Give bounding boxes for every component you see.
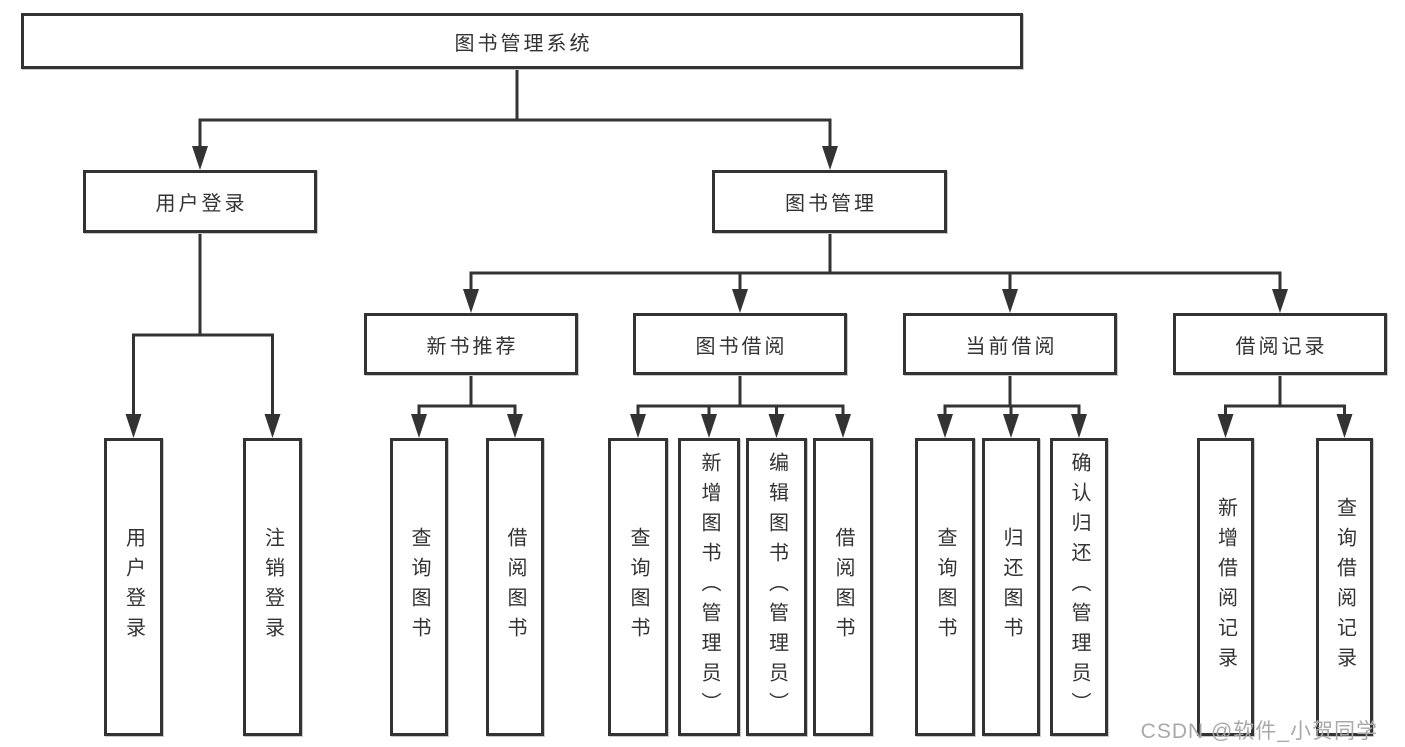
connector-newbook-to-leaves	[411, 375, 523, 438]
connector-borrow-to-leaves	[630, 375, 851, 438]
leaf-query-borrow-record-label: 查询借阅记录	[1333, 497, 1356, 677]
node-borrow-record: 借阅记录	[1173, 313, 1387, 375]
leaf-recommend-borrow-book-label: 借阅图书	[504, 527, 526, 647]
leaf-recommend-query-book-label: 查询图书	[408, 527, 430, 647]
node-new-book-recommend: 新书推荐	[364, 313, 578, 375]
connector-current-to-leaves	[937, 375, 1087, 438]
leaf-user-login-label: 用户登录	[122, 527, 145, 647]
watermark: CSDN @软件_小贺同学	[1140, 720, 1378, 743]
connector-userlogin-to-leaves	[125, 233, 281, 438]
connector-record-to-leaves	[1217, 375, 1353, 438]
node-root-system: 图书管理系统	[21, 13, 1023, 69]
leaf-recommend-query-book: 查询图书	[390, 438, 448, 736]
node-book-management: 图书管理	[712, 170, 947, 233]
leaf-current-query-book-label: 查询图书	[934, 527, 956, 647]
leaf-user-login: 用户登录	[104, 438, 163, 736]
leaf-add-book-admin-label: 新增图书（管理员）	[698, 452, 720, 722]
leaf-confirm-return-admin: 确认归还（管理员）	[1050, 438, 1108, 736]
leaf-add-borrow-record-label: 新增借阅记录	[1214, 497, 1237, 677]
leaf-query-borrow-record: 查询借阅记录	[1316, 438, 1373, 736]
leaf-add-book-admin: 新增图书（管理员）	[678, 438, 740, 736]
leaf-confirm-return-admin-label: 确认归还（管理员）	[1068, 452, 1090, 722]
leaf-current-query-book: 查询图书	[915, 438, 975, 736]
node-user-login: 用户登录	[83, 170, 317, 233]
leaf-return-book-label: 归还图书	[1000, 527, 1022, 647]
leaf-edit-book-admin-label: 编辑图书（管理员）	[765, 452, 788, 722]
connector-bookmgmt-to-level3	[463, 233, 1288, 313]
node-current-borrow: 当前借阅	[903, 313, 1117, 375]
leaf-borrow-book: 借阅图书	[813, 438, 873, 736]
leaf-logout-label: 注销登录	[261, 527, 284, 647]
leaf-borrow-query-book-label: 查询图书	[627, 527, 649, 647]
leaf-borrow-query-book: 查询图书	[608, 438, 668, 736]
node-book-borrow: 图书借阅	[633, 313, 847, 375]
leaf-logout: 注销登录	[243, 438, 302, 736]
leaf-add-borrow-record: 新增借阅记录	[1197, 438, 1254, 736]
connector-root-to-level2	[192, 68, 838, 170]
leaf-borrow-book-label: 借阅图书	[832, 527, 854, 647]
leaf-recommend-borrow-book: 借阅图书	[486, 438, 544, 736]
leaf-edit-book-admin: 编辑图书（管理员）	[746, 438, 807, 736]
leaf-return-book: 归还图书	[982, 438, 1040, 736]
